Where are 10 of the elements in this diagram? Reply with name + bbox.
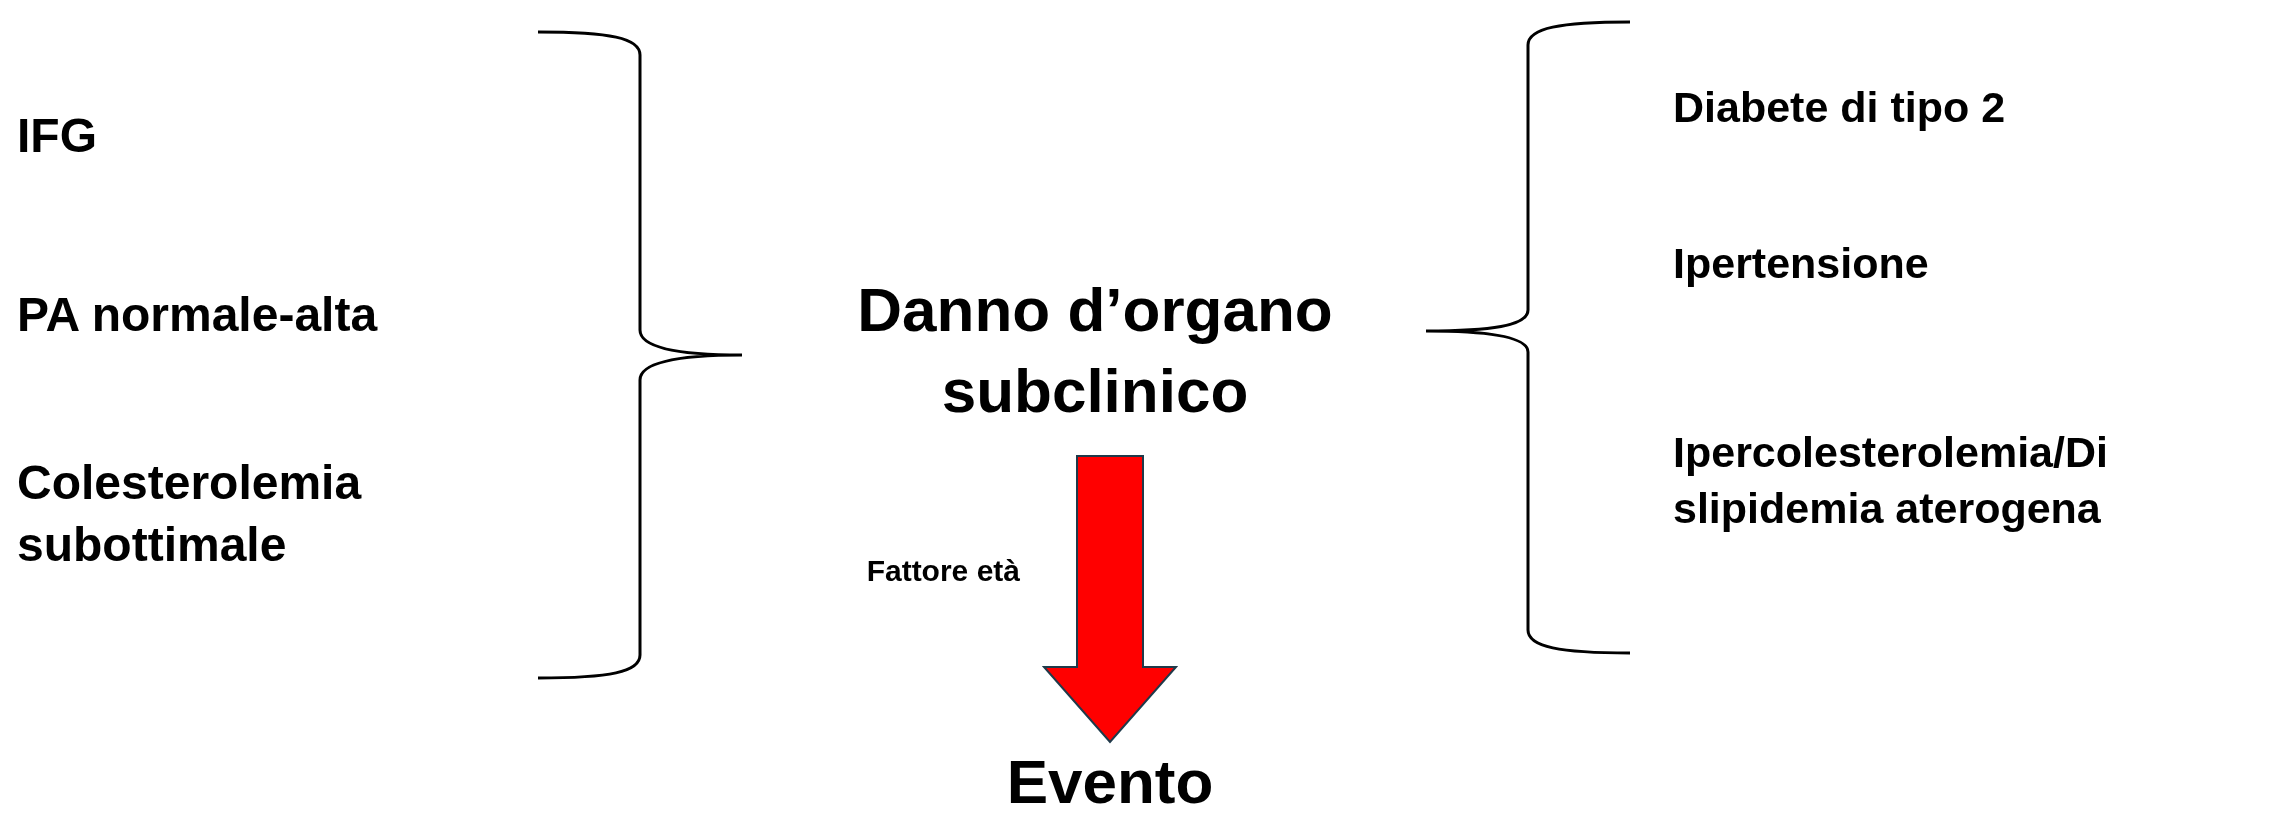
node-text: Ipercolesterolemia/Di slipidemia aterogena — [1673, 425, 2273, 537]
node-text: Ipertensione — [1673, 236, 2273, 292]
block-arrow — [1041, 455, 1179, 744]
node-text: Danno d’organo subclinico — [770, 270, 1420, 432]
node-text: Evento — [960, 742, 1260, 823]
node-text: Diabete di tipo 2 — [1673, 80, 2273, 136]
node-text: IFG — [17, 105, 497, 168]
node-text: PA normale-alta — [17, 284, 517, 347]
edge-label: Fattore età — [866, 556, 1020, 586]
node-text: Colesterolemia subottimale — [17, 452, 517, 577]
